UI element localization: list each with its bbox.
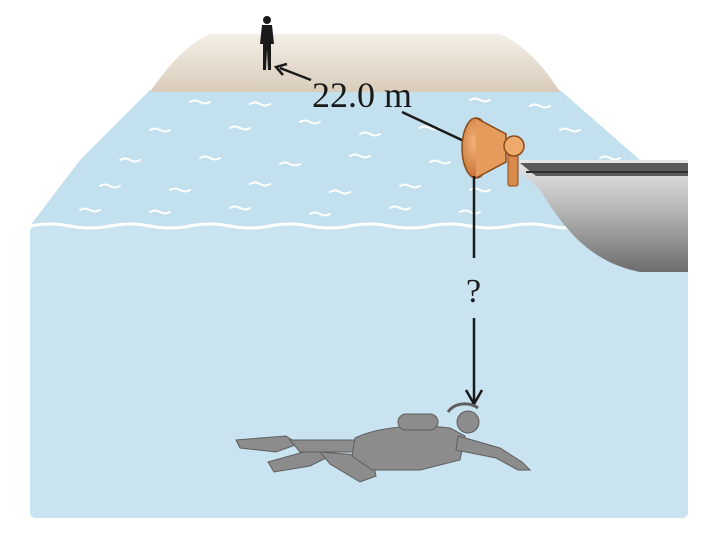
distance-label: 22.0 m	[312, 75, 412, 115]
person-silhouette-icon	[260, 16, 274, 70]
underwater-region	[30, 226, 688, 518]
distance-pointer	[273, 62, 312, 82]
loudspeaker-icon	[461, 117, 525, 187]
shore	[150, 34, 560, 92]
scuba-diver-icon	[235, 402, 532, 483]
unknown-depth-label: ?	[466, 273, 481, 310]
speaker-pointer	[401, 110, 467, 144]
boat-icon	[520, 160, 688, 272]
water-surface	[30, 90, 690, 226]
wave-marks	[79, 97, 621, 217]
sound-path-arrow	[464, 176, 484, 407]
